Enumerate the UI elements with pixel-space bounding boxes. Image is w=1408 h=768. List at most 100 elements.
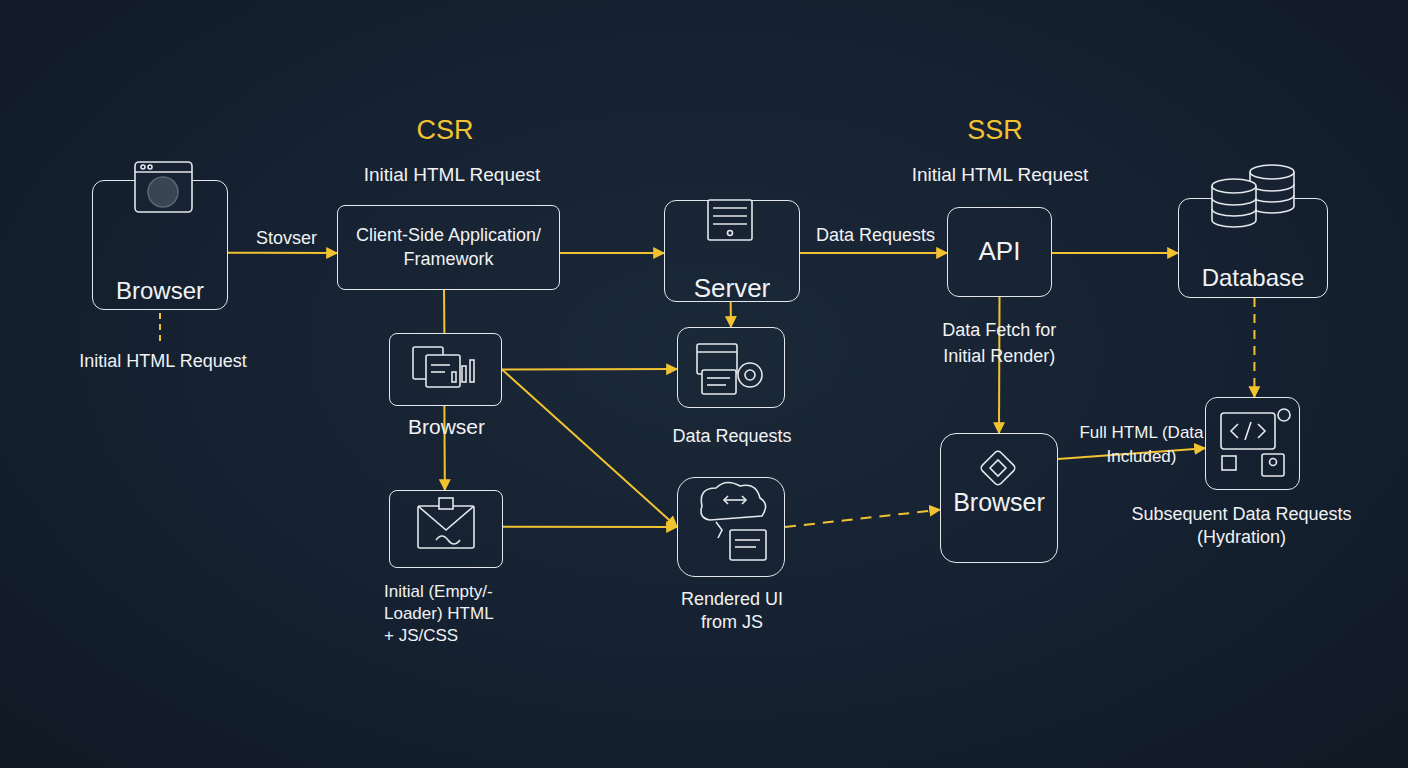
process-box: Client-Side Application/ Framework [337,205,560,290]
server-rack-icon [708,200,752,240]
node-caption: Data Requests [652,425,812,448]
doc-line [431,371,445,373]
code-gear [1278,409,1290,421]
doc-sheet [413,347,443,379]
badge-inner [990,460,1006,476]
flow-arrow [560,252,664,254]
cloud-shape [701,482,766,520]
panel-line [707,384,726,386]
browser-badge-icon [980,450,1017,487]
process-box: Server [664,200,800,302]
code-glyph [1231,422,1265,440]
badge-diamond [980,450,1017,487]
window-frame [135,162,192,212]
flow-arrow [502,368,677,370]
flow-arrow [503,526,677,528]
process-box: Database [1178,198,1328,298]
caption-stack: Data Requests [652,425,812,448]
node-caption: Browser [377,413,517,440]
node-label: API [950,235,1050,269]
flow-arrow [502,370,677,528]
swap-arrow [724,499,746,501]
envelope-body [418,506,474,548]
node-caption: Subsequent Data Requests (Hydration) [1122,503,1362,550]
edge-label: Data Fetch for Initial Render) [929,317,1069,369]
process-box: Rendered UI from JS [677,477,785,577]
process-box: Subsequent Data Requests (Hydration) [1205,397,1300,490]
flow-arrow [443,290,445,333]
rack-slot [713,207,747,209]
rack-slot [713,215,747,217]
chart-bar [452,372,456,382]
documents-icon [413,347,474,387]
flow-arrow [228,252,337,254]
node-label: Client-Side Application/ Framework [343,224,555,271]
caption-stack: Browser [377,413,517,440]
flow-arrow [800,252,947,254]
process-box: Browser [940,433,1058,563]
code-frame [1221,413,1275,449]
panel-bar [697,351,737,353]
ui-line [735,539,760,541]
doc-line [431,364,450,366]
swap-arrow [724,496,746,504]
cylinder-ring [1250,184,1294,202]
code-window-icon [1221,409,1290,476]
annotation-label: Initial HTML Request [912,163,1089,188]
window-dot [148,165,152,169]
node-label: Browser [95,275,225,306]
process-box: Data Requests [677,327,785,408]
code-avatar-head [1270,459,1277,466]
envelope-icon [418,498,474,548]
ui-line [735,546,756,548]
rack-frame [708,200,752,240]
edge-label: Stovser [242,225,332,251]
ui-connector [716,522,722,538]
ui-sheet [730,530,766,560]
window-lens [148,177,178,207]
annotation-label: Initial HTML Request [79,350,246,373]
window-dot [141,165,145,169]
edge-label: Full HTML (Data Included) [1079,421,1204,470]
annotation-label: Initial HTML Request [364,163,541,188]
caption-stack: Initial (Empty/- Loader) HTML + JS/CSS [384,581,502,647]
cylinder-body [1212,186,1256,227]
rendered-ui-icon [701,482,766,560]
code-tile [1222,456,1236,470]
panel-gear-hub [745,370,755,380]
database-icon [1212,165,1294,227]
process-box: Browser [389,333,502,406]
envelope-flap [418,506,474,530]
window-bar [135,171,192,173]
envelope-tag [439,498,453,509]
caption-stack: Subsequent Data Requests (Hydration) [1122,503,1362,550]
dashed-arrow [785,510,940,527]
envelope-mark [436,536,460,544]
code-avatar [1262,454,1284,476]
caption-stack: Rendered UI from JS [670,588,795,635]
chart-bar [470,360,474,382]
cylinder-body [1250,172,1294,213]
node-label: Database [1181,262,1326,293]
process-box: Initial (Empty/- Loader) HTML + JS/CSS [389,490,503,568]
process-box: Browser [92,180,228,310]
panel-line [707,377,730,379]
panel-frame [697,344,737,374]
panel-frame [702,370,736,394]
data-panel-icon [697,344,762,394]
node-label: Server [667,272,797,306]
flow-arrow [730,302,732,327]
rack-led [728,231,733,236]
section-heading: CSR [416,113,473,148]
node-caption: Rendered UI from JS [670,588,795,635]
dashed-arrow [1253,298,1255,397]
cylinder-top [1250,165,1294,179]
process-box: API [947,207,1052,297]
cylinder-top [1212,179,1256,193]
chart-bar [462,366,466,382]
node-caption: Initial (Empty/- Loader) HTML + JS/CSS [384,581,502,647]
cylinder-ring [1212,198,1256,216]
